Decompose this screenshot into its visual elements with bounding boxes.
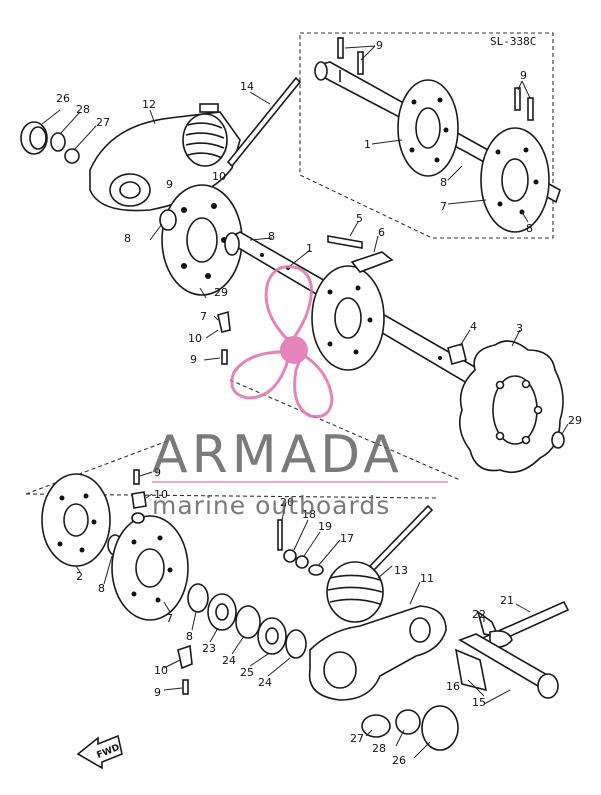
- callout-1: 1: [364, 138, 371, 151]
- sheet-code: SL-338C: [490, 35, 536, 48]
- callout-29: 29: [568, 414, 582, 427]
- sprocket-middle: [311, 265, 385, 371]
- callout-10: 10: [188, 332, 202, 345]
- callout-4: 4: [470, 320, 477, 333]
- rod: [226, 76, 302, 168]
- bearing-2: [257, 617, 287, 655]
- bracket-16: [454, 648, 488, 692]
- inset-sprocket-upper: [397, 79, 459, 177]
- sprocket-lower-small: [41, 473, 123, 585]
- callout-19: 19: [318, 520, 332, 533]
- washer-lower: [361, 714, 391, 738]
- callout-26: 26: [392, 754, 406, 767]
- inset-group: SL-338C: [299, 32, 561, 239]
- guide-line-2: [25, 439, 171, 495]
- callout-27: 27: [350, 732, 364, 745]
- gear-spring: [182, 103, 228, 167]
- coil-spring: [326, 504, 434, 623]
- callout-5: 5: [356, 212, 363, 225]
- cap-lower: [421, 705, 459, 751]
- callout-9: 9: [154, 686, 161, 699]
- callout-26: 26: [56, 92, 70, 105]
- drive-wheel: [459, 329, 564, 474]
- callout-9: 9: [166, 178, 173, 191]
- callout-11: 11: [420, 572, 434, 585]
- callout-17: 17: [340, 532, 354, 545]
- callout-21: 21: [500, 594, 514, 607]
- callout-15: 15: [472, 696, 486, 709]
- callout-22: 22: [472, 608, 486, 621]
- ring-lower: [395, 709, 421, 735]
- lower-clip-and-pins: [131, 469, 193, 695]
- callout-9: 9: [154, 466, 161, 479]
- callout-20: 20: [280, 496, 294, 509]
- propeller-logo-icon: [230, 265, 334, 419]
- callout-10: 10: [154, 488, 168, 501]
- guide-line-3: [25, 493, 437, 499]
- bolt-and-plate: [327, 221, 569, 449]
- callout-24: 24: [258, 676, 272, 689]
- spacer-ring-2: [285, 629, 307, 659]
- callout-28: 28: [76, 103, 90, 116]
- callout-9: 9: [376, 39, 383, 52]
- callout-8: 8: [440, 176, 447, 189]
- callout-9: 9: [520, 69, 527, 82]
- retaining-ring: [64, 148, 80, 164]
- callout-6: 6: [378, 226, 385, 239]
- callout-8: 8: [98, 582, 105, 595]
- callout-10: 10: [154, 664, 168, 677]
- callout-3: 3: [516, 322, 523, 335]
- spacer-ring: [235, 605, 261, 639]
- small-parts-column: [277, 501, 341, 576]
- callout-16: 16: [446, 680, 460, 693]
- callout-25: 25: [240, 666, 254, 679]
- callout-13: 13: [394, 564, 408, 577]
- sprocket-upper-left: [149, 184, 243, 299]
- callout-8: 8: [186, 630, 193, 643]
- seal-cap: [20, 121, 48, 155]
- callout-18: 18: [302, 508, 316, 521]
- callout-8: 8: [268, 230, 275, 243]
- callout-9: 9: [190, 353, 197, 366]
- sprocket-lower-large: [111, 515, 189, 621]
- callout-14: 14: [240, 80, 254, 93]
- watermark-brand: ARMADA: [152, 425, 403, 485]
- callout-labels: 9 9 1 8 7 8 26 28 27 12 14 9 10 8 8 7 29…: [56, 39, 582, 767]
- callout-7: 7: [166, 612, 173, 625]
- tensioner-arm: [308, 581, 447, 701]
- watermark-tagline: marine outboards: [152, 491, 390, 520]
- spring-rod: [368, 504, 434, 572]
- callout-28: 28: [372, 742, 386, 755]
- collar: [447, 343, 467, 365]
- callout-24: 24: [222, 654, 236, 667]
- callout-27: 27: [96, 116, 110, 129]
- callout-7: 7: [440, 200, 447, 213]
- callout-10: 10: [212, 170, 226, 183]
- inset-pins: [337, 37, 534, 121]
- inset-dashed-border: [299, 32, 554, 239]
- gear-case-assembly: [20, 76, 302, 212]
- callout-1: 1: [306, 242, 313, 255]
- armada-watermark: ARMADA marine outboards: [152, 265, 448, 520]
- callout-8: 8: [124, 232, 131, 245]
- callout-7: 7: [200, 310, 207, 323]
- upper-clip-and-pin: [203, 310, 231, 365]
- fwd-direction-arrow: FWD: [76, 734, 123, 770]
- end-cap-lower: [361, 705, 459, 759]
- callout-29: 29: [214, 286, 228, 299]
- callout-12: 12: [142, 98, 156, 111]
- bushing: [187, 583, 209, 613]
- washer: [50, 132, 66, 152]
- bearing: [207, 593, 237, 631]
- bearings-row: [187, 583, 307, 677]
- callout-2: 2: [76, 570, 83, 583]
- callout-23: 23: [202, 642, 216, 655]
- inset-sprocket-lower: [480, 127, 550, 233]
- adjuster-bolt-assembly: [454, 600, 570, 705]
- callout-8: 8: [526, 222, 533, 235]
